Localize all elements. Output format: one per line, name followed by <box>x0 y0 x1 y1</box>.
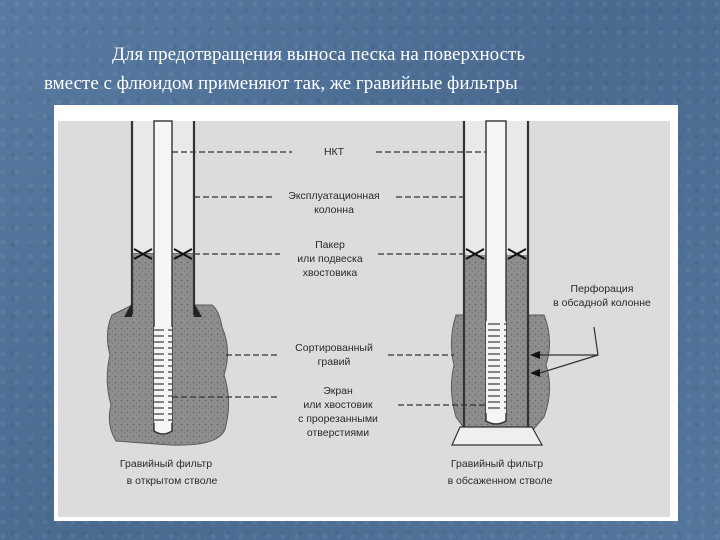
slide-title-line-1: Для предотвращения выноса песка на повер… <box>112 44 526 65</box>
label-casing-line-1: Эксплуатационная <box>288 190 379 202</box>
label-screen-line-3: с прорезанными <box>298 413 378 425</box>
label-packer-line-3: хвостовика <box>303 267 358 279</box>
label-gravel-line-1: Сортированный <box>295 342 373 354</box>
label-packer-line-2: или подвеска <box>297 253 363 265</box>
label-screen-line-4: отверстиями <box>307 427 369 439</box>
label-nkt: НКТ <box>324 146 345 158</box>
cased-hole-packer <box>465 248 527 260</box>
label-perforation-line-1: Перфорация <box>571 283 634 295</box>
open-hole-screen <box>154 327 172 423</box>
cased-hole-well <box>450 120 550 446</box>
slide-title: Для предотвращения выноса песка на повер… <box>40 40 690 98</box>
leader-lines <box>172 151 599 406</box>
caption-right-line-2: в обсаженном стволе <box>448 475 553 487</box>
gravel-filter-diagram: НКТ Эксплуатационная колонна Пакер или п… <box>58 120 670 517</box>
label-gravel-line-2: гравий <box>318 356 351 368</box>
diagram-labels: НКТ Эксплуатационная колонна Пакер или п… <box>120 146 651 487</box>
open-hole-annulus <box>132 121 154 253</box>
gravel-filter-figure: НКТ Эксплуатационная колонна Пакер или п… <box>54 105 678 521</box>
caption-left-line-2: в открытом стволе <box>127 475 218 487</box>
label-packer-line-1: Пакер <box>315 239 345 251</box>
caption-left-line-1: Гравийный фильтр <box>120 458 212 470</box>
open-hole-well <box>106 120 230 446</box>
open-hole-packer <box>133 248 193 260</box>
label-perforation-line-2: в обсадной колонне <box>553 297 651 309</box>
caption-right-line-1: Гравийный фильтр <box>451 458 543 470</box>
slide-title-line-2: вместе с флюидом применяют так, же грави… <box>44 73 518 94</box>
cased-hole-screen <box>486 321 506 413</box>
label-screen-line-1: Экран <box>323 385 353 397</box>
label-screen-line-2: или хвостовик <box>303 399 373 411</box>
label-casing-line-2: колонна <box>314 204 354 216</box>
cased-hole-bottom-plug <box>451 426 544 446</box>
